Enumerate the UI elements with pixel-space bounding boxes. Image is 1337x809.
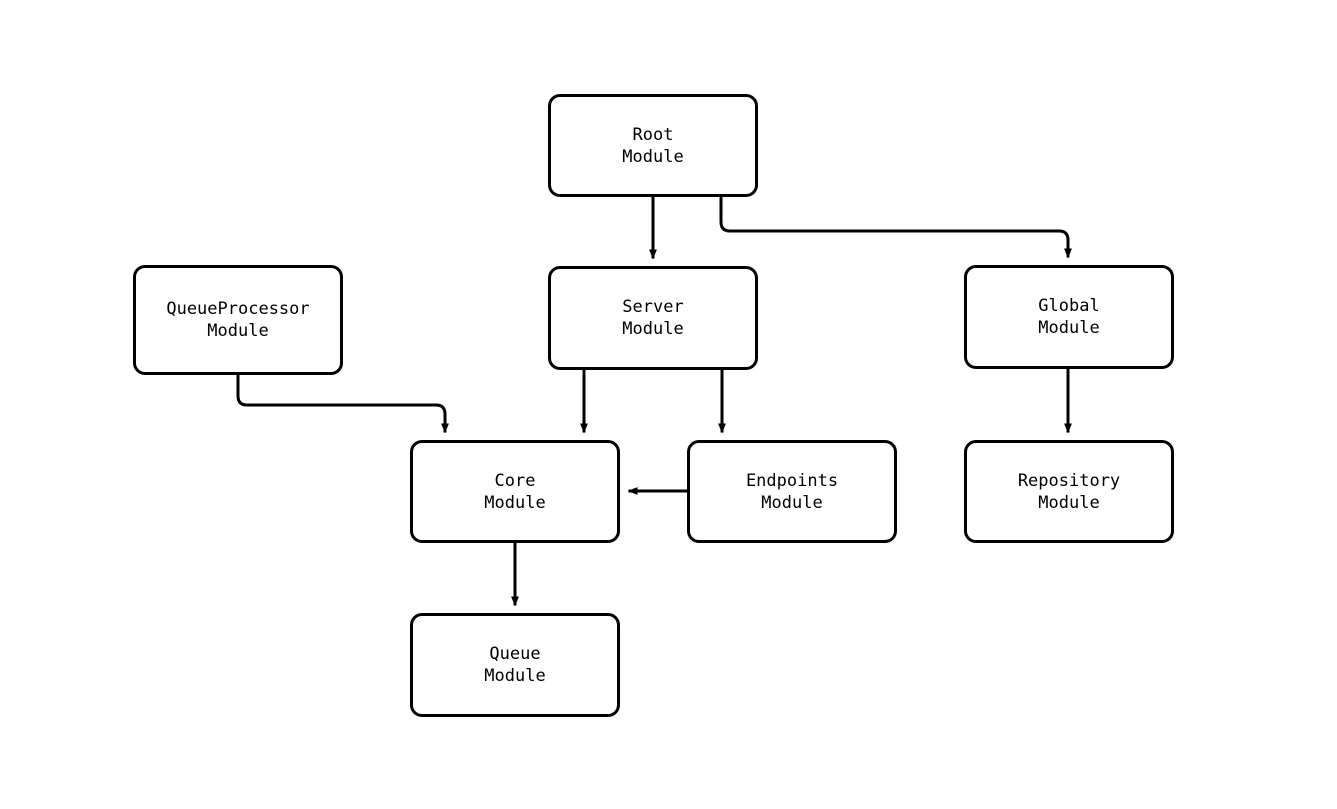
core-module-label: Core Module (484, 470, 546, 513)
edge-root-to-global (719, 197, 1072, 259)
endpoints-module-label: Endpoints Module (745, 470, 839, 513)
core-module-node[interactable]: Core Module (410, 440, 620, 543)
edge-queueprocessor-to-core (236, 375, 449, 434)
repository-module-label: Repository Module (1017, 470, 1121, 513)
global-module-node[interactable]: Global Module (964, 265, 1174, 369)
root-module-label: Root Module (622, 124, 684, 167)
queueprocessor-module-label: QueueProcessor Module (166, 299, 310, 341)
queue-module-node[interactable]: Queue Module (410, 613, 620, 717)
server-module-label: Server Module (622, 297, 684, 339)
repository-module-node[interactable]: Repository Module (964, 440, 1174, 543)
global-module-label: Global Module (1038, 296, 1100, 338)
queueprocessor-module-node[interactable]: QueueProcessor Module (133, 265, 343, 375)
queue-module-label: Queue Module (484, 644, 546, 686)
endpoints-module-node[interactable]: Endpoints Module (687, 440, 897, 543)
root-module-node[interactable]: Root Module (548, 94, 758, 197)
server-module-node[interactable]: Server Module (548, 266, 758, 370)
